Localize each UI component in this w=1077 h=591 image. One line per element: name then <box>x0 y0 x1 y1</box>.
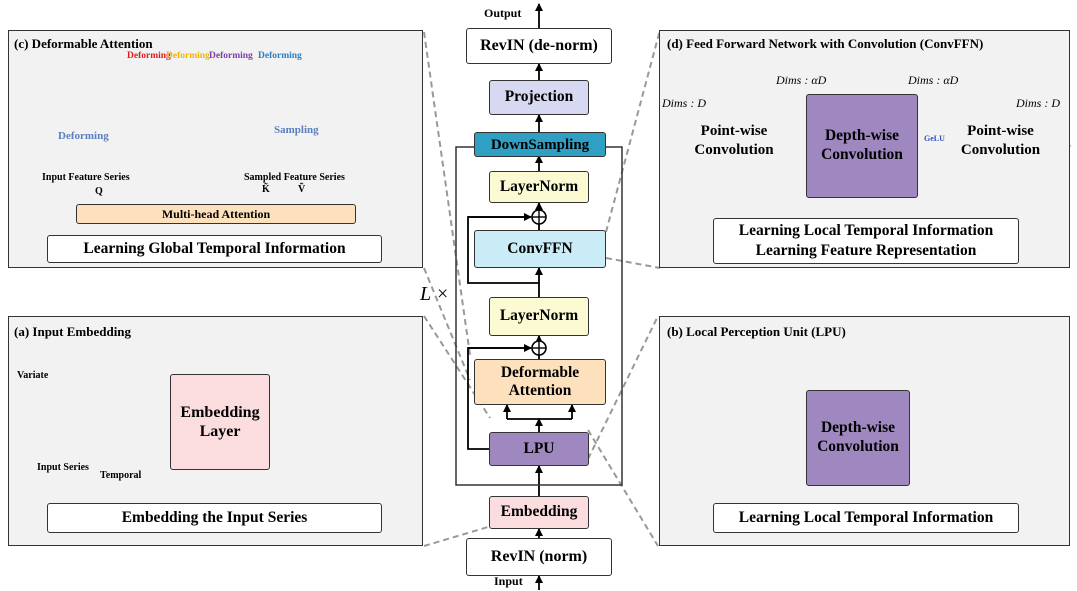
q-label: Q <box>95 186 103 197</box>
deforming-tag-2: Deforming <box>166 51 210 61</box>
panel-c-title: (c) Deformable Attention <box>14 36 153 51</box>
dims-ad-1: Dims : αD <box>776 73 827 87</box>
depthwise-conv-ffn-line1: Depth-wise <box>824 127 900 145</box>
downsampling-block: DownSampling <box>474 132 606 157</box>
dims-ad-2: Dims : αD <box>908 73 959 87</box>
dims-d-left: Dims : D <box>662 96 706 110</box>
pointwise-conv-1-line2: Convolution <box>694 142 774 158</box>
revin-denorm-block: RevIN (de-norm) <box>466 28 612 64</box>
depthwise-conv-lpu-line1: Depth-wise <box>820 419 896 437</box>
input-label: Input <box>494 574 523 588</box>
embedding-layer-line2: Layer <box>199 423 241 440</box>
temporal-label: Temporal <box>100 470 142 481</box>
embedding-layer-block: Embedding Layer <box>170 374 270 470</box>
deformable-attention-block: Deformable Attention <box>474 359 606 405</box>
depthwise-conv-lpu-block: Depth-wise Convolution <box>806 390 910 486</box>
layernorm-mid-block: LayerNorm <box>489 297 589 336</box>
panel-link-lines <box>423 29 661 547</box>
pointwise-conv-1-line1: Point-wise <box>700 123 768 139</box>
panel-d-title: (d) Feed Forward Network with Convolutio… <box>667 36 984 51</box>
deforming-arrow-label: Deforming <box>58 130 109 142</box>
embedding-block: Embedding <box>489 496 589 529</box>
panel-deformable-attention <box>8 30 423 268</box>
panel-c-caption: Learning Global Temporal Information <box>47 235 382 263</box>
deformable-attention-line2: Attention <box>508 382 572 399</box>
panel-b-caption: Learning Local Temporal Information <box>713 503 1019 533</box>
panel-d-caption-line2: Learning Feature Representation <box>755 242 977 259</box>
deformable-attention-line1: Deformable <box>500 364 580 381</box>
panel-a-title: (a) Input Embedding <box>14 324 132 339</box>
repeat-label: L × <box>420 283 450 305</box>
v-label: Ṽ <box>298 184 306 195</box>
depthwise-conv-lpu-line2: Convolution <box>817 438 899 455</box>
depthwise-conv-ffn-line2: Convolution <box>821 146 903 163</box>
pointwise-conv-2-line1: Point-wise <box>967 123 1034 139</box>
deforming-tag-3: Deforming <box>209 51 253 61</box>
convffn-block: ConvFFN <box>474 230 606 268</box>
embedding-layer-line1: Embedding <box>180 403 260 421</box>
lpu-block: LPU <box>489 432 589 466</box>
output-label: Output <box>484 6 522 20</box>
panel-a-caption: Embedding the Input Series <box>47 503 382 533</box>
revin-norm-block: RevIN (norm) <box>466 538 612 576</box>
main-flow-arrows <box>467 3 576 590</box>
panel-b-title: (b) Local Perception Unit (LPU) <box>667 324 846 339</box>
pointwise-conv-2-label: Point-wise Convolution <box>949 122 1052 160</box>
panel-d-caption-line1: Learning Local Temporal Information <box>738 222 994 239</box>
deforming-tag-4: Deforming <box>258 51 302 61</box>
depthwise-conv-ffn-block: Depth-wise Convolution <box>806 94 918 198</box>
input-series-label: Input Series <box>37 462 89 473</box>
input-feature-series-label: Input Feature Series <box>42 172 130 183</box>
variate-label: Variate <box>17 370 49 381</box>
gelu-label: GeLU <box>924 134 945 143</box>
dims-d-right: Dims : D <box>1016 96 1060 110</box>
projection-block: Projection <box>489 80 589 115</box>
multi-head-attention-block: Multi-head Attention <box>76 204 356 224</box>
pointwise-conv-2-line2: Convolution <box>960 142 1041 158</box>
panel-d-caption: Learning Local Temporal Information Lear… <box>713 218 1019 264</box>
sampling-arrow-label: Sampling <box>274 124 319 136</box>
pointwise-conv-1-label: Point-wise Convolution <box>682 122 786 160</box>
sampled-feature-series-label: Sampled Feature Series <box>244 172 345 183</box>
layernorm-top-block: LayerNorm <box>489 171 589 203</box>
k-label: K̃ <box>262 184 270 195</box>
deforming-tag-1: Deforming <box>127 51 171 61</box>
